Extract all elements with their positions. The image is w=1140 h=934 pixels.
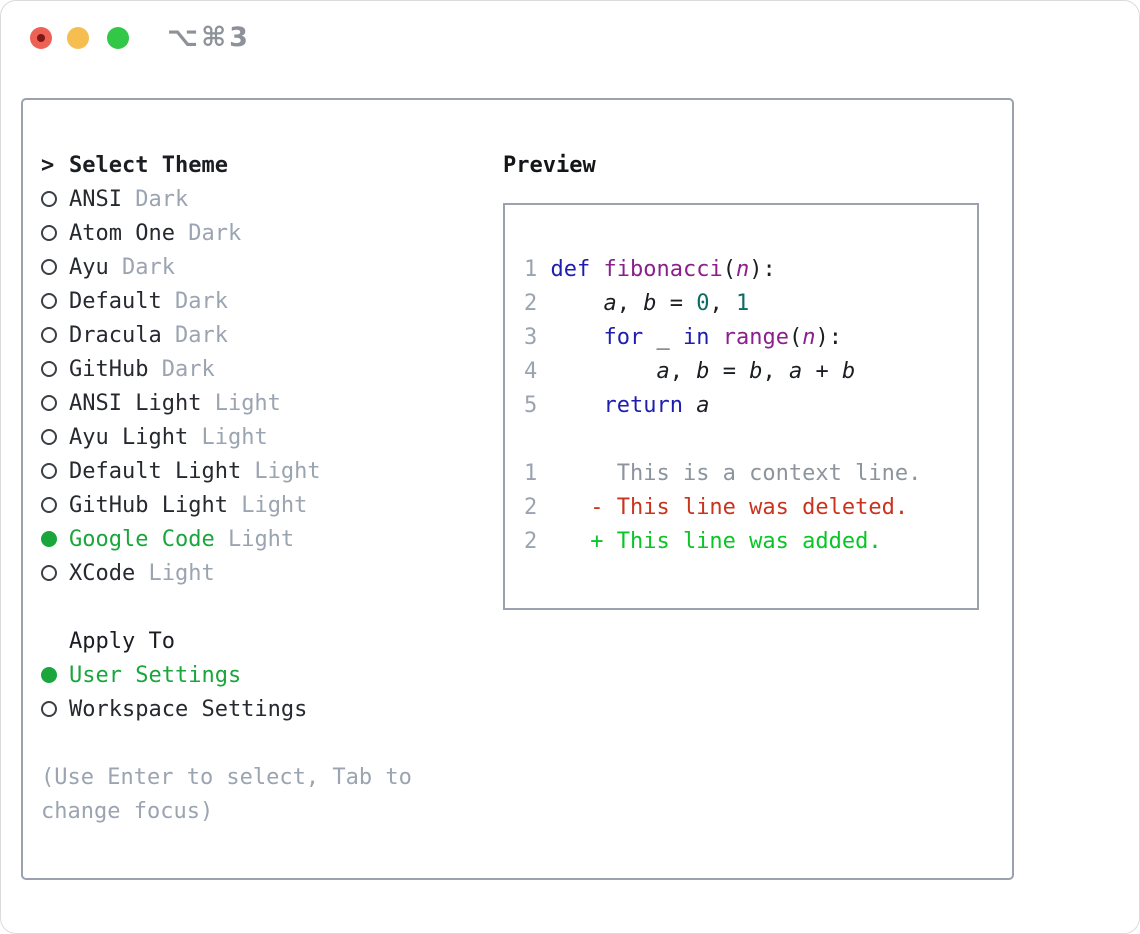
theme-option-ayu-light[interactable]: Ayu Light Light xyxy=(41,421,483,455)
radio-unselected-icon xyxy=(41,429,57,445)
theme-option-ansi[interactable]: ANSI Dark xyxy=(41,183,483,217)
theme-option-google-code[interactable]: Google Code Light xyxy=(41,523,483,557)
theme-option-github[interactable]: GitHub Dark xyxy=(41,353,483,387)
theme-option-ansi-light[interactable]: ANSI Light Light xyxy=(41,387,483,421)
code-line-1: 1 def fibonacci(n): xyxy=(524,257,776,282)
radio-unselected-icon xyxy=(41,463,57,479)
theme-option-github-light[interactable]: GitHub Light Light xyxy=(41,489,483,523)
diff-line-deleted: 2 - This line was deleted. xyxy=(524,495,909,520)
cursor-icon: > xyxy=(41,153,55,178)
preview-header: Preview xyxy=(503,153,596,178)
apply-to-header-label: Apply To xyxy=(69,629,175,654)
preview-code-box: 1 def fibonacci(n): 2 a, b = 0, 1 3 for _ … xyxy=(503,203,979,610)
radio-unselected-icon xyxy=(41,701,57,717)
radio-selected-icon xyxy=(41,531,57,547)
radio-unselected-icon xyxy=(41,225,57,241)
theme-option-ayu[interactable]: Ayu Dark xyxy=(41,251,483,285)
theme-option-dracula[interactable]: Dracula Dark xyxy=(41,319,483,353)
theme-option-default[interactable]: Default Dark xyxy=(41,285,483,319)
code-preview: 1 def fibonacci(n): 2 a, b = 0, 1 3 for _ … xyxy=(524,253,977,423)
code-line-4: 4 a, b = b, a + b xyxy=(524,359,856,384)
apply-to-header: Apply To xyxy=(41,625,483,659)
diff-line-added: 2 + This line was added. xyxy=(524,529,882,554)
radio-unselected-icon xyxy=(41,327,57,343)
radio-unselected-icon xyxy=(41,259,57,275)
theme-option-default-light[interactable]: Default Light Light xyxy=(41,455,483,489)
code-line-5: 5 return a xyxy=(524,393,710,418)
window-title-shortcut: ⌥⌘3 xyxy=(167,22,251,53)
radio-unselected-icon xyxy=(41,395,57,411)
titlebar: ⌥⌘3 xyxy=(1,1,1139,75)
theme-option-atom-one[interactable]: Atom One Dark xyxy=(41,217,483,251)
apply-option-user-settings[interactable]: User Settings xyxy=(41,659,483,693)
minimize-traffic-light-icon[interactable] xyxy=(67,27,89,49)
select-theme-header-label: Select Theme xyxy=(69,153,228,178)
radio-unselected-icon xyxy=(41,361,57,377)
radio-selected-icon xyxy=(41,667,57,683)
code-line-3: 3 for _ in range(n): xyxy=(524,325,842,350)
help-text: (Use Enter to select, Tab to change focu… xyxy=(41,765,412,824)
code-line-2: 2 a, b = 0, 1 xyxy=(524,291,750,316)
radio-unselected-icon xyxy=(41,565,57,581)
select-theme-header: > Select Theme xyxy=(41,149,483,183)
radio-unselected-icon xyxy=(41,497,57,513)
close-traffic-light-icon[interactable] xyxy=(30,27,52,49)
apply-option-workspace-settings[interactable]: Workspace Settings xyxy=(41,693,483,727)
blank-line xyxy=(524,423,977,457)
diff-line-context: 1 This is a context line. xyxy=(524,461,922,486)
preview-column: Preview 1 def fibonacci(n): 2 a, b = 0, 1… xyxy=(503,149,1003,610)
radio-unselected-icon xyxy=(41,293,57,309)
theme-option-xcode[interactable]: XCode Light xyxy=(41,557,483,591)
zoom-traffic-light-icon[interactable] xyxy=(107,27,129,49)
diff-preview: 1 This is a context line. 2 - This line w… xyxy=(524,457,977,559)
radio-unselected-icon xyxy=(41,191,57,207)
